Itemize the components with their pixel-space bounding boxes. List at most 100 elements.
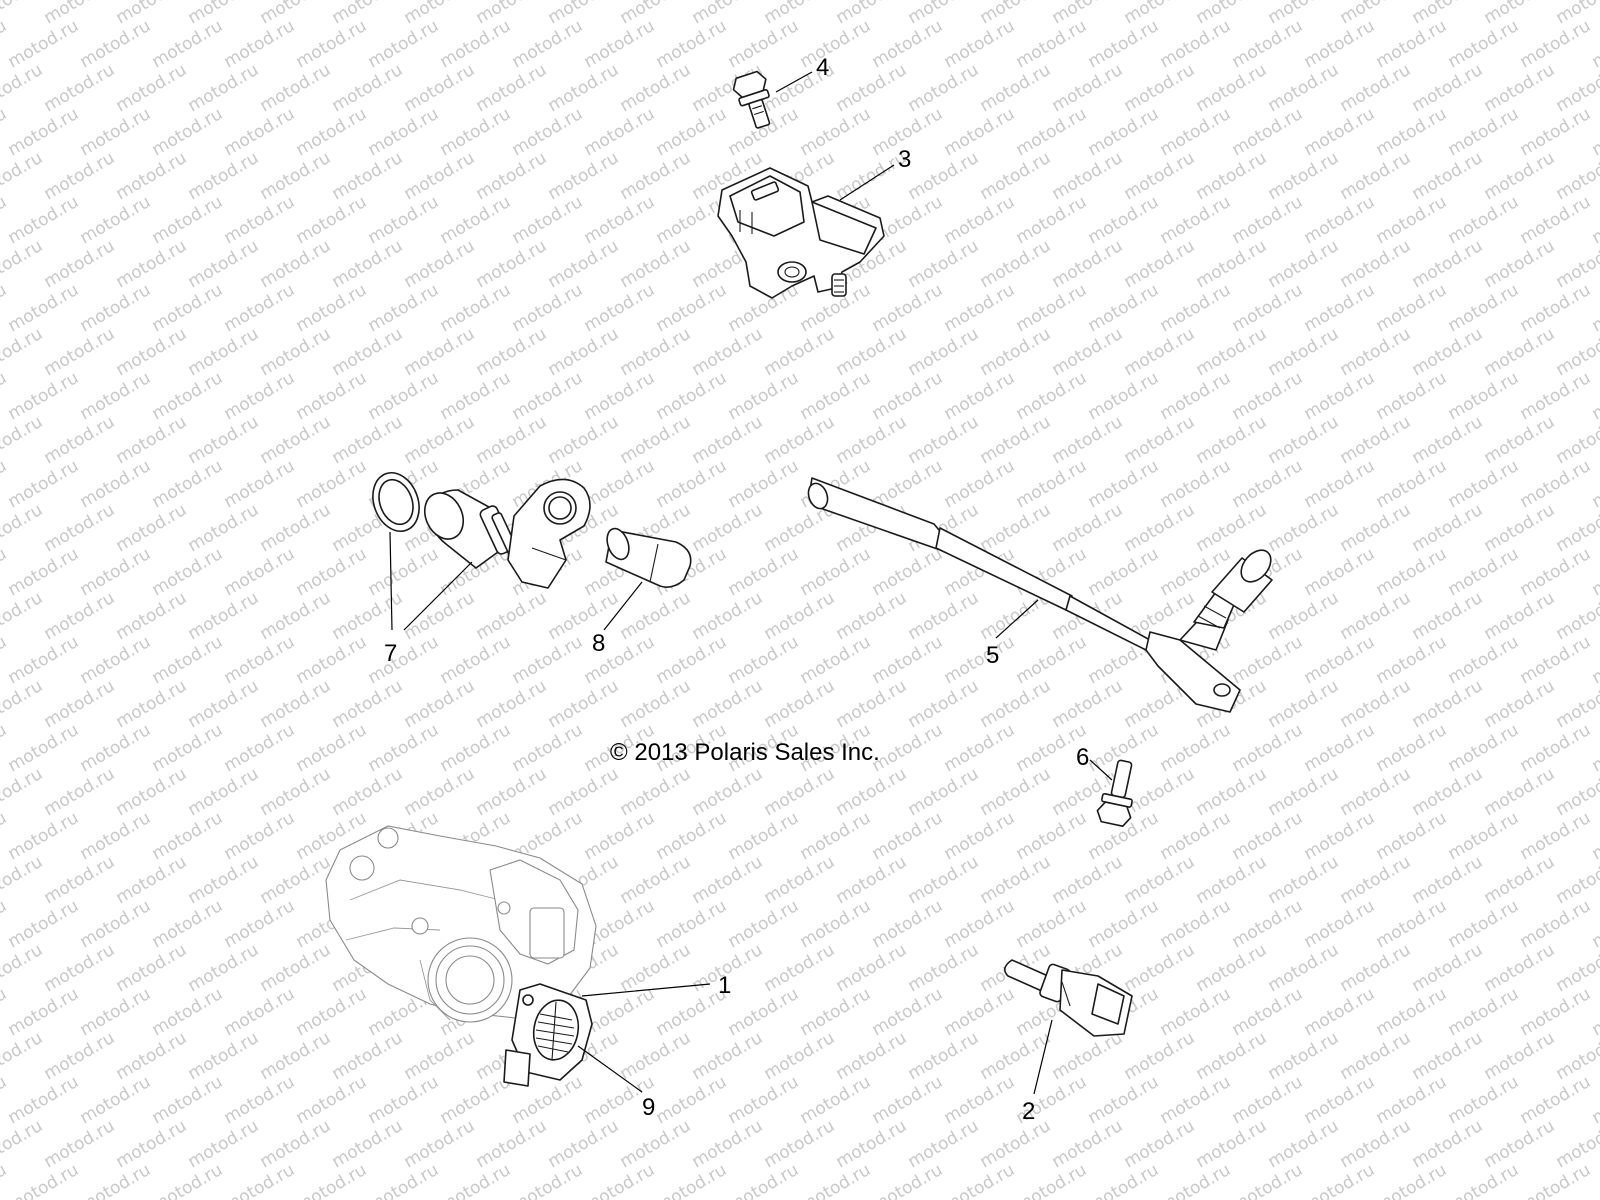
watermark-text: motod.ru [725, 456, 803, 512]
watermark-text: motod.ru [617, 324, 695, 380]
watermark-text: motod.ru [0, 60, 46, 116]
watermark-text: motod.ru [1373, 544, 1451, 600]
watermark-text: motod.ru [653, 632, 731, 688]
part-7-sensor-with-oring[interactable] [365, 466, 591, 589]
watermark-text: motod.ru [185, 940, 263, 996]
throttle-body-assembly [325, 825, 597, 1023]
watermark-text: motod.ru [905, 940, 983, 996]
watermark-text: motod.ru [1517, 808, 1595, 864]
callout-5: 5 [986, 642, 1000, 669]
watermark-text: motod.ru [185, 0, 263, 28]
watermark-text: motod.ru [1481, 324, 1559, 380]
watermark-text: motod.ru [725, 1160, 803, 1200]
watermark-text: motod.ru [185, 676, 263, 732]
watermark-text: motod.ru [5, 896, 83, 952]
part-1-throttle-position-sensor[interactable] [503, 983, 593, 1087]
watermark-text: motod.ru [725, 984, 803, 1040]
watermark-text: motod.ru [257, 148, 335, 204]
watermark-text: motod.ru [1085, 456, 1163, 512]
watermark-text: motod.ru [77, 896, 155, 952]
watermark-text: motod.ru [653, 104, 731, 160]
watermark-text: motod.ru [1265, 1028, 1343, 1084]
watermark-text: motod.ru [1265, 236, 1343, 292]
watermark-text: motod.ru [797, 104, 875, 160]
watermark-text: motod.ru [941, 192, 1019, 248]
watermark-text: motod.ru [581, 456, 659, 512]
watermark-text: motod.ru [509, 720, 587, 776]
part-6-bolt[interactable] [1095, 758, 1142, 828]
watermark-text: motod.ru [1373, 1072, 1451, 1128]
watermark-text: motod.ru [1373, 280, 1451, 336]
watermark-text: motod.ru [833, 940, 911, 996]
watermark-text: motod.ru [1301, 632, 1379, 688]
watermark-text: motod.ru [1337, 676, 1415, 732]
watermark-text: motod.ru [365, 192, 443, 248]
watermark-text: motod.ru [1517, 104, 1595, 160]
watermark-text: motod.ru [1517, 192, 1595, 248]
watermark-text: motod.ru [833, 1116, 911, 1172]
part-2-temperature-sensor[interactable] [1004, 959, 1133, 1037]
watermark-text: motod.ru [365, 368, 443, 424]
watermark-text: motod.ru [761, 1028, 839, 1084]
watermark-text: motod.ru [1589, 1160, 1600, 1200]
watermark-text: motod.ru [113, 940, 191, 996]
watermark-text: motod.ru [0, 236, 46, 292]
watermark-text: motod.ru [1157, 456, 1235, 512]
watermark-text: motod.ru [905, 676, 983, 732]
watermark-text: motod.ru [1085, 544, 1163, 600]
watermark-text: motod.ru [41, 236, 119, 292]
watermark-text: motod.ru [1481, 148, 1559, 204]
watermark-text: motod.ru [1301, 544, 1379, 600]
watermark-text: motod.ru [905, 1028, 983, 1084]
watermark-text: motod.ru [1301, 16, 1379, 72]
watermark-text: motod.ru [1373, 368, 1451, 424]
watermark-text: motod.ru [257, 676, 335, 732]
watermark-text: motod.ru [1589, 16, 1600, 72]
watermark-text: motod.ru [77, 104, 155, 160]
part-5-long-sensor[interactable] [805, 477, 1277, 713]
watermark-text: motod.ru [1481, 764, 1559, 820]
watermark-text: motod.ru [869, 368, 947, 424]
watermark-text: motod.ru [833, 676, 911, 732]
part-4-bolt[interactable] [730, 70, 779, 132]
watermark-text: motod.ru [977, 60, 1055, 116]
watermark-text: motod.ru [1121, 148, 1199, 204]
watermark-text: motod.ru [1193, 940, 1271, 996]
watermark-text: motod.ru [509, 1160, 587, 1200]
part-3-map-sensor[interactable] [717, 167, 885, 299]
watermark-text: motod.ru [1409, 588, 1487, 644]
watermark-text: motod.ru [1193, 0, 1271, 28]
watermark-text: motod.ru [1085, 368, 1163, 424]
watermark-text: motod.ru [1445, 192, 1523, 248]
watermark-text: motod.ru [77, 280, 155, 336]
watermark-text: motod.ru [473, 148, 551, 204]
watermark-text: motod.ru [1301, 1160, 1379, 1200]
watermark-text: motod.ru [41, 148, 119, 204]
watermark-text: motod.ru [1445, 632, 1523, 688]
watermark-text: motod.ru [293, 280, 371, 336]
watermark-text: motod.ru [725, 808, 803, 864]
watermark-text: motod.ru [1013, 192, 1091, 248]
watermark-text: motod.ru [257, 0, 335, 28]
watermark-text: motod.ru [1265, 940, 1343, 996]
watermark-text: motod.ru [1481, 1116, 1559, 1172]
watermark-text: motod.ru [1085, 192, 1163, 248]
watermark-text: motod.ru [329, 236, 407, 292]
part-8-sleeve[interactable] [603, 526, 692, 588]
watermark-text: motod.ru [1445, 896, 1523, 952]
watermark-text: motod.ru [617, 764, 695, 820]
watermark-text: motod.ru [1229, 896, 1307, 952]
watermark-text: motod.ru [581, 368, 659, 424]
watermark-text: motod.ru [1013, 456, 1091, 512]
watermark-text: motod.ru [257, 1028, 335, 1084]
watermark-text: motod.ru [509, 192, 587, 248]
watermark-text: motod.ru [77, 984, 155, 1040]
watermark-text: motod.ru [437, 280, 515, 336]
watermark-text: motod.ru [509, 368, 587, 424]
watermark-text: motod.ru [617, 0, 695, 28]
watermark-text: motod.ru [257, 500, 335, 556]
leader-7a [389, 531, 393, 631]
watermark-text: motod.ru [545, 236, 623, 292]
watermark-text: motod.ru [365, 720, 443, 776]
watermark-text: motod.ru [1229, 1072, 1307, 1128]
